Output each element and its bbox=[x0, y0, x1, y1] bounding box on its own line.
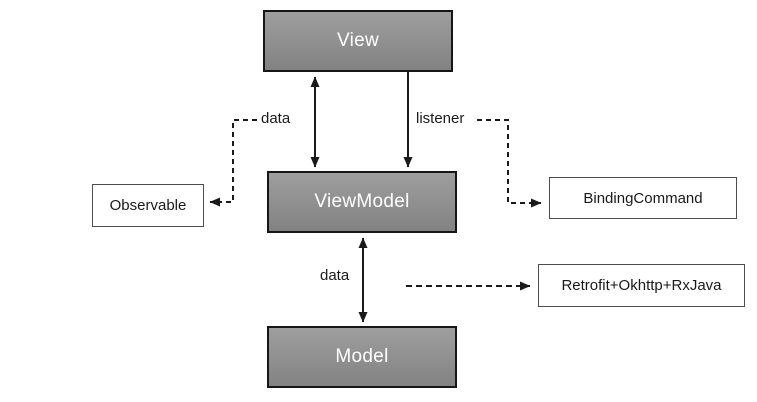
node-viewmodel: ViewModel bbox=[267, 171, 457, 233]
node-observable: Observable bbox=[92, 184, 204, 227]
node-model-label: Model bbox=[335, 346, 389, 367]
node-viewmodel-label: ViewModel bbox=[314, 191, 410, 212]
node-observable-label: Observable bbox=[109, 197, 187, 214]
node-view: View bbox=[263, 10, 453, 72]
node-retrofit: Retrofit+Okhttp+RxJava bbox=[538, 264, 745, 307]
dashed-connector-observable bbox=[209, 119, 257, 207]
node-bindingcommand: BindingCommand bbox=[549, 177, 737, 219]
node-bindingcommand-label: BindingCommand bbox=[583, 189, 703, 207]
node-view-label: View bbox=[336, 30, 380, 51]
edge-label-data-viewmodel-model: data bbox=[320, 267, 350, 284]
dashed-connector-bindingcommand bbox=[477, 119, 542, 208]
node-retrofit-label: Retrofit+Okhttp+RxJava bbox=[561, 277, 722, 294]
edge-label-listener: listener bbox=[416, 110, 465, 127]
node-model: Model bbox=[267, 326, 457, 388]
edge-label-data-view-viewmodel: data bbox=[261, 110, 291, 127]
